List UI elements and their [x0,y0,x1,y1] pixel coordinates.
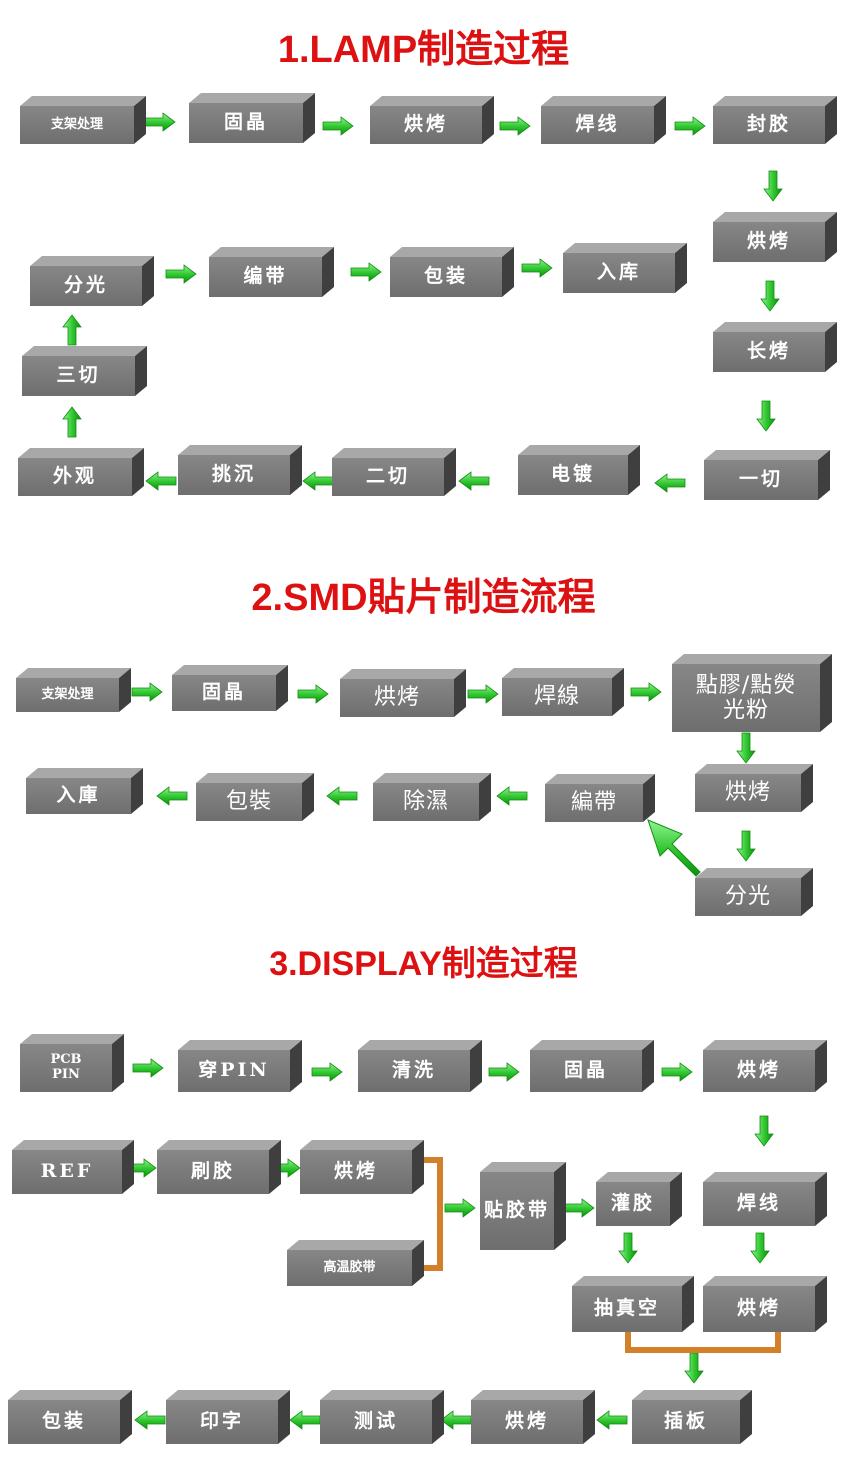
display-step: 抽真空 [572,1276,694,1332]
display-step: 高温胶带 [287,1240,424,1286]
flow-arrow-icon [302,471,334,491]
lamp-step: 电镀 [518,445,640,495]
flow-arrow-icon [760,280,780,312]
flow-arrow-icon [440,1410,472,1430]
display-step: 固晶 [530,1040,654,1092]
lamp-step: 烘烤 [713,212,837,262]
lamp-step: 入库 [563,243,687,293]
flow-arrow-icon [521,258,553,278]
flow-arrow-icon [132,1058,164,1078]
flow-arrow-icon [289,1410,321,1430]
flow-arrow-icon [736,732,756,764]
smd-step: 除濕 [373,773,491,821]
smd-step: 支架处理 [16,668,131,712]
lamp-step: 外观 [18,448,144,496]
smd-step: 烘烤 [695,764,813,812]
flow-arrow-icon [618,1232,638,1264]
flow-arrow-icon [684,1352,704,1384]
flow-arrow-icon [499,116,531,136]
smd-step: 入庫 [26,768,143,814]
display-step: 焊线 [703,1172,827,1226]
lamp-step: 固晶 [189,93,315,143]
display-step: 插板 [632,1390,752,1444]
display-step: 刷胶 [157,1140,281,1194]
flow-arrow-icon [630,682,662,702]
display-merge-bracket-1 [422,1157,443,1271]
flow-arrow-icon [297,684,329,704]
lamp-step: 烘烤 [370,96,494,144]
flow-arrow-icon [131,682,163,702]
lamp-step: 支架处理 [20,96,146,144]
display-merge-bracket-2 [625,1332,781,1353]
display-step: PCB PIN [20,1034,124,1092]
flow-arrow-icon [311,1062,343,1082]
display-step: 穿PIN [178,1040,302,1092]
flow-arrow-icon [62,406,82,438]
flow-arrow-icon [156,786,188,806]
smd-step: 焊線 [502,668,624,716]
smd-step: 分光 [695,868,813,916]
flow-arrow-icon [496,786,528,806]
lamp-step: 分光 [30,256,154,306]
flow-arrow-icon [754,1115,774,1147]
flow-arrow-icon [144,112,176,132]
smd-step: 包裝 [196,773,314,821]
flow-arrow-icon [134,1410,166,1430]
flow-arrow-icon [763,170,783,202]
display-step: 包装 [8,1390,132,1444]
smd-step: 編帶 [545,774,655,822]
section-title-lamp: 1.LAMP制造过程 [277,29,570,71]
display-step: 印字 [166,1390,290,1444]
flow-arrow-icon [596,1410,628,1430]
lamp-step: 长烤 [713,322,837,372]
flow-arrow-icon [145,471,177,491]
flow-arrow-icon [674,116,706,136]
flow-arrow-icon [654,473,686,493]
lamp-step: 三切 [22,346,147,396]
display-step: 烘烤 [703,1276,827,1332]
smd-step: 固晶 [172,665,288,711]
smd-big-arrow [647,819,701,877]
display-step: 清洗 [358,1040,482,1092]
lamp-step: 封胶 [713,96,837,144]
display-step: 烘烤 [703,1040,827,1092]
display-step: 烘烤 [471,1390,595,1444]
flow-arrow-icon [563,1198,595,1218]
lamp-step: 包装 [390,247,514,297]
lamp-step: 二切 [332,448,456,496]
flow-arrow-icon [322,116,354,136]
flow-arrow-icon [62,314,82,346]
smd-step: 點膠/點熒 光粉 [672,654,832,732]
flow-arrow-icon [661,1062,693,1082]
display-step: 测试 [320,1390,444,1444]
section-title-display: 3.DISPLAY制造过程 [269,945,578,983]
flow-arrow-icon [736,830,756,862]
lamp-step: 一切 [704,450,830,500]
flow-arrow-icon [458,471,490,491]
flow-arrow-icon [756,400,776,432]
flow-arrow-icon [165,264,197,284]
display-step: 贴胶带 [480,1162,566,1250]
smd-step: 烘烤 [340,669,466,717]
flow-arrow-icon [350,262,382,282]
flow-arrow-icon [444,1198,476,1218]
flow-arrow-icon [488,1062,520,1082]
section-title-smd: 2.SMD貼片制造流程 [251,577,596,619]
lamp-step: 编带 [209,247,334,297]
lamp-step: 挑沉 [178,445,302,495]
flow-arrow-icon [750,1232,770,1264]
display-step: REF [12,1140,134,1194]
display-step: 灌胶 [596,1172,682,1226]
lamp-step: 焊线 [541,96,666,144]
display-step: 烘烤 [300,1140,424,1194]
flow-arrow-icon [326,786,358,806]
flow-arrow-icon [467,684,499,704]
